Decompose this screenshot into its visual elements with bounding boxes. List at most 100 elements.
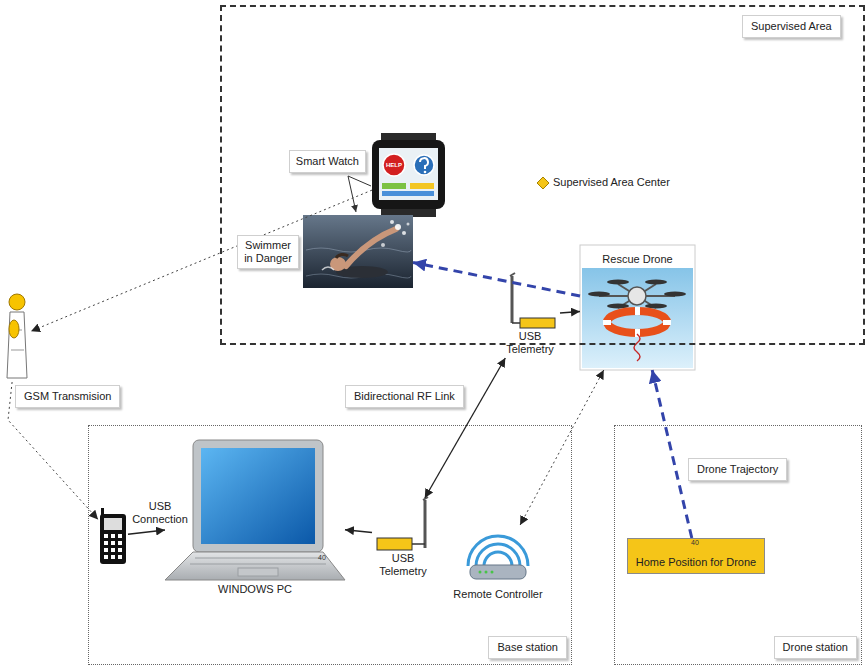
gsm-tower-part xyxy=(9,320,19,338)
connector xyxy=(425,358,506,498)
rescue-drone-picture-part xyxy=(634,334,640,361)
drone-antenna-part xyxy=(520,318,555,328)
gsm-tower xyxy=(7,294,27,378)
rescue-drone-picture-part-part xyxy=(603,320,611,325)
rescue-drone-picture-part-part xyxy=(645,280,667,285)
swimmer-node: Swimmer in Danger xyxy=(303,215,413,288)
swimmer-picture-part xyxy=(390,220,394,224)
mobile-phone-part-part xyxy=(118,555,122,559)
smart-watch-picture-part xyxy=(372,140,445,209)
mobile-phone-part-part xyxy=(104,548,108,552)
mobile-phone-part-part xyxy=(111,555,115,559)
base-station-region: Base stationWINDOWS PCUSB TelemetryRemot… xyxy=(88,425,572,665)
laptop-part xyxy=(165,552,345,580)
rescue-drone-picture-part-part xyxy=(588,292,610,297)
swimmer-picture-part xyxy=(346,229,396,266)
rescue-drone-picture-part xyxy=(580,245,695,370)
base-antenna-part xyxy=(377,538,412,550)
smart-watch-node: Smart Watch xyxy=(372,133,445,217)
mobile-phone-part xyxy=(100,514,126,564)
button-text: HELP xyxy=(384,162,404,169)
mobile-phone-part-part xyxy=(111,534,115,538)
mobile-phone xyxy=(100,508,126,564)
rescue-drone-picture-part xyxy=(582,268,693,368)
router-icon-part xyxy=(476,544,520,566)
connector xyxy=(413,263,580,297)
supervised-area-region: Supervised AreaSmart WatchSwimmer in Dan… xyxy=(220,5,865,345)
smart-watch-picture-part xyxy=(420,158,428,169)
leader-lines-part xyxy=(348,176,371,186)
smart-watch-picture-part xyxy=(424,171,427,174)
leader-lines xyxy=(348,176,371,212)
drone-antenna xyxy=(510,273,555,328)
gsm-tower-node: GSM Transmision xyxy=(3,292,31,382)
router-icon-part xyxy=(484,552,512,566)
swimmer-picture-part xyxy=(381,243,385,247)
laptop-part xyxy=(190,564,326,565)
swimmer-picture xyxy=(303,215,413,288)
connector xyxy=(345,530,372,533)
laptop-part xyxy=(238,568,278,576)
mobile-phone-part-part xyxy=(111,548,115,552)
base-antenna-part xyxy=(424,500,427,548)
drone-antenna-part xyxy=(512,322,520,324)
mobile-phone-part-part xyxy=(111,541,115,545)
swimmer-picture-part xyxy=(303,215,413,288)
mobile-phone-part-part xyxy=(104,541,108,545)
connector xyxy=(560,312,580,313)
rescue-drone-picture-part-part xyxy=(635,307,640,315)
node-label: WINDOWS PC xyxy=(165,583,345,596)
node-label: USB Telemetry xyxy=(372,552,434,578)
swimmer-picture-part xyxy=(407,223,410,226)
callout-number: 40 xyxy=(318,554,326,562)
supervised-center-diamond-part xyxy=(537,177,549,189)
rescue-drone-picture-part-part xyxy=(607,280,629,285)
smart-watch-picture-part xyxy=(410,183,434,189)
windows-pc-node: WINDOWS PC xyxy=(165,440,345,600)
laptop xyxy=(165,440,345,580)
smart-watch-picture-part xyxy=(382,183,406,189)
smart-watch-picture-part xyxy=(414,155,434,175)
node-label: Swimmer in Danger xyxy=(237,235,299,269)
connector-label: Bidirectional RF Link xyxy=(345,385,464,408)
base-telemetry-node: USB Telemetry xyxy=(372,498,434,574)
smart-watch-picture-part xyxy=(382,191,434,196)
mobile-phone-part-part xyxy=(104,534,108,538)
node-label: Rescue Drone xyxy=(580,253,695,266)
node-label: GSM Transmision xyxy=(15,385,120,408)
rescue-drone-picture-part xyxy=(607,311,667,333)
node-label: Drone station xyxy=(774,636,857,659)
swimmer-picture-part xyxy=(395,224,401,230)
leader-lines-part xyxy=(348,176,356,212)
supervised-center-diamond xyxy=(537,177,549,189)
gsm-tower-part xyxy=(9,294,25,310)
rescue-drone-picture-part xyxy=(588,280,686,309)
smart-watch-picture-part xyxy=(383,154,405,176)
connector-label: USB Connection xyxy=(128,499,192,527)
swimmer-picture-part xyxy=(402,231,406,235)
drone-telemetry-node: USB Telemetry xyxy=(500,272,560,358)
mobile-phone-part xyxy=(104,518,122,530)
laptop-part xyxy=(201,448,315,544)
connector-label: Drone Trajectory xyxy=(688,458,787,481)
swimmer-picture-part xyxy=(336,254,348,258)
rescue-drone-picture-part xyxy=(599,284,675,308)
drone-antenna-part xyxy=(510,273,515,276)
rescue-drone-node: Rescue Drone xyxy=(580,245,695,370)
laptop-part xyxy=(193,440,323,552)
router-icon-part xyxy=(485,571,488,574)
mobile-phone-part-part xyxy=(118,548,122,552)
rescue-drone-picture-part xyxy=(628,287,646,305)
connector xyxy=(128,530,165,534)
node-label: Remote Controller xyxy=(448,588,548,601)
mobile-phone-part-part xyxy=(118,534,122,538)
node-label: Smart Watch xyxy=(289,150,366,173)
gsm-tower-part xyxy=(11,350,24,351)
smart-watch-picture-part xyxy=(379,148,438,200)
smart-watch-picture xyxy=(372,133,445,217)
router-icon-part xyxy=(470,565,526,579)
swimmer-picture-part xyxy=(322,267,334,270)
rescue-drone-picture xyxy=(580,245,695,370)
router-icon xyxy=(468,536,528,579)
